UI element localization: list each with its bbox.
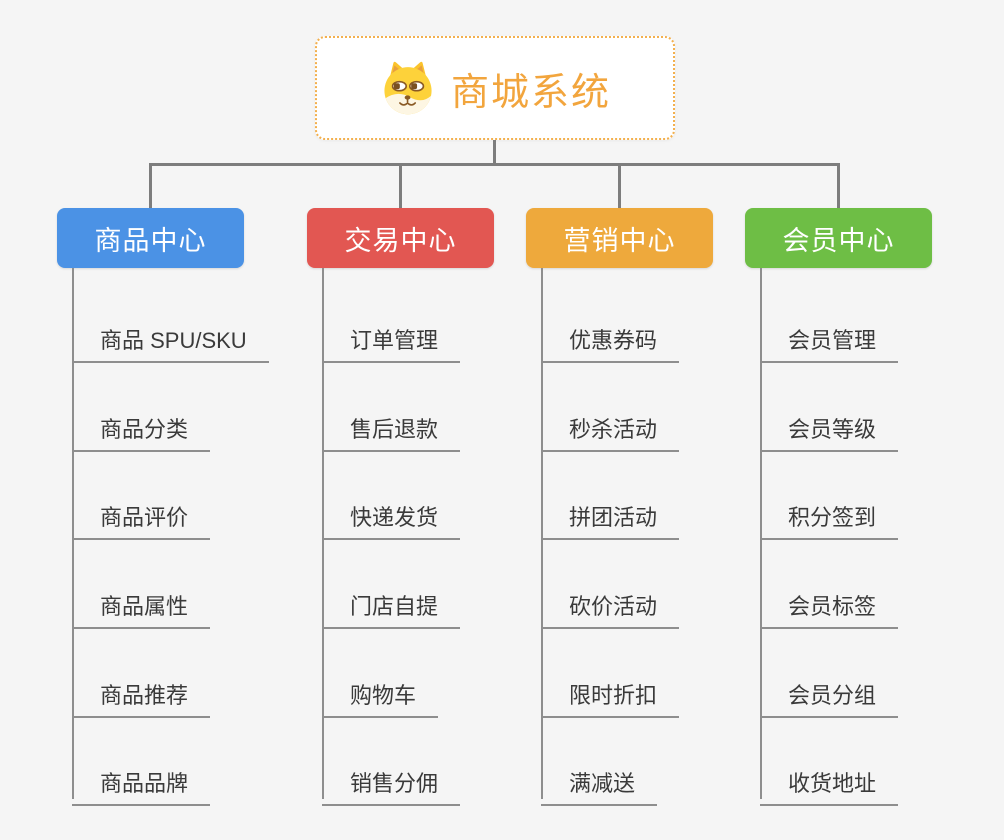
leaf-node[interactable]: 砍价活动: [541, 581, 680, 629]
leaf-node[interactable]: 会员分组: [760, 670, 899, 718]
branch-spine-line: [760, 268, 762, 799]
leaf-node[interactable]: 订单管理: [322, 315, 461, 363]
leaf-node[interactable]: 商品评价: [72, 492, 211, 540]
branch-node[interactable]: 交易中心: [307, 208, 494, 268]
leaf-node[interactable]: 满减送: [541, 758, 658, 806]
leaf-node[interactable]: 拼团活动: [541, 492, 680, 540]
leaf-node[interactable]: 秒杀活动: [541, 404, 680, 452]
leaf-node[interactable]: 商品品牌: [72, 758, 211, 806]
leaf-node[interactable]: 限时折扣: [541, 670, 680, 718]
branch-node[interactable]: 会员中心: [745, 208, 932, 268]
root-node[interactable]: 商城系统: [315, 36, 675, 140]
leaf-node[interactable]: 门店自提: [322, 581, 461, 629]
dog-face-icon: [384, 61, 432, 115]
leaf-node[interactable]: 积分签到: [760, 492, 899, 540]
leaf-node[interactable]: 购物车: [322, 670, 439, 718]
branch-connector-line: [399, 166, 402, 208]
leaf-node[interactable]: 售后退款: [322, 404, 461, 452]
leaf-node[interactable]: 商品分类: [72, 404, 211, 452]
leaf-node[interactable]: 商品推荐: [72, 670, 211, 718]
branch-node[interactable]: 商品中心: [57, 208, 244, 268]
leaf-node[interactable]: 优惠券码: [541, 315, 680, 363]
branch-connector-line: [149, 166, 152, 208]
root-title: 商城系统: [450, 71, 611, 114]
branch-spine-line: [541, 268, 543, 799]
leaf-node[interactable]: 会员管理: [760, 315, 899, 363]
branch-connector-line: [618, 166, 621, 208]
leaf-node[interactable]: 会员等级: [760, 404, 899, 452]
leaf-node[interactable]: 销售分佣: [322, 758, 461, 806]
root-connector-line: [493, 140, 496, 164]
leaf-node[interactable]: 商品属性: [72, 581, 211, 629]
branch-spine-line: [322, 268, 324, 799]
leaf-node[interactable]: 快递发货: [322, 492, 461, 540]
branch-connector-line: [837, 166, 840, 208]
leaf-node[interactable]: 会员标签: [760, 581, 899, 629]
leaf-node[interactable]: 收货地址: [760, 758, 899, 806]
branch-node[interactable]: 营销中心: [526, 208, 713, 268]
branch-spine-line: [72, 268, 74, 799]
branch-horizontal-line: [149, 163, 840, 166]
leaf-node[interactable]: 商品 SPU/SKU: [72, 315, 269, 363]
